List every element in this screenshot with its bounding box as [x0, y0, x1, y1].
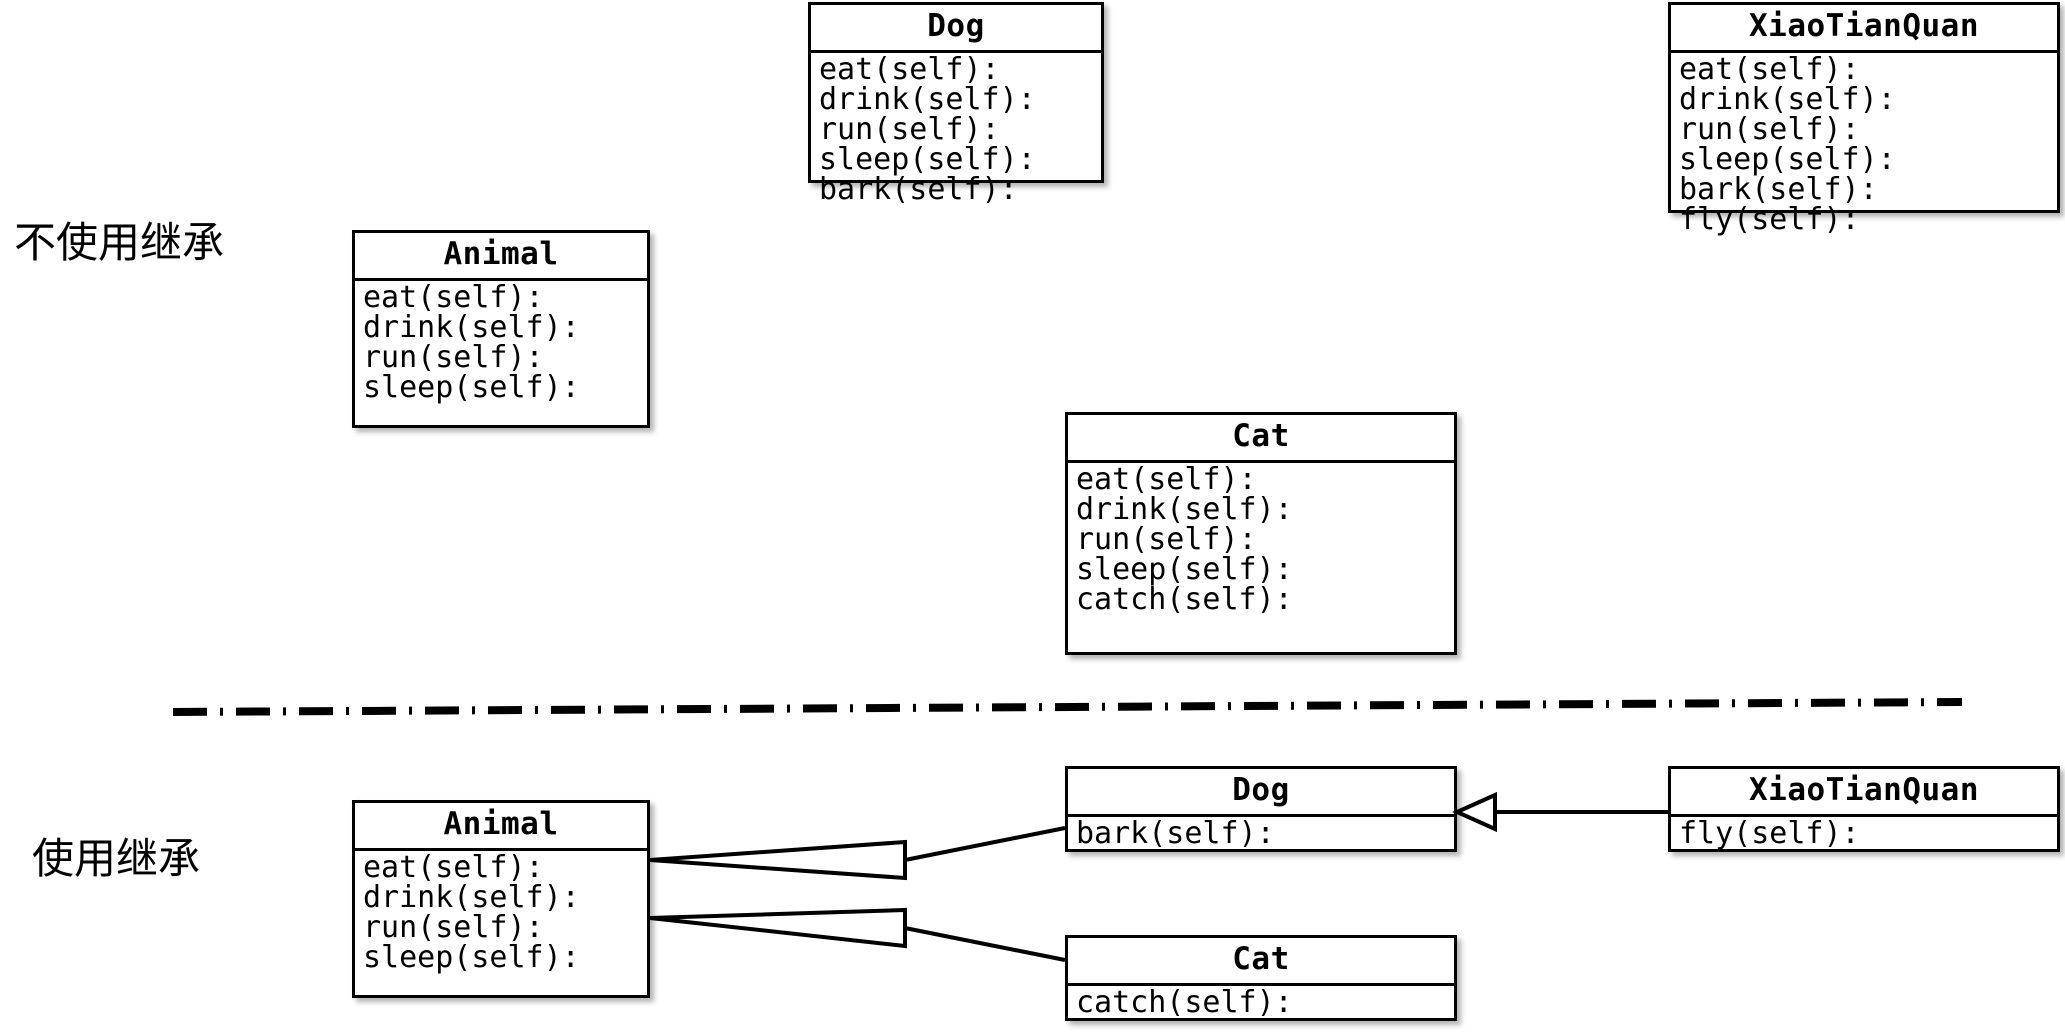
class-member: eat(self): — [1679, 52, 1860, 87]
class-member: bark(self): — [819, 172, 1018, 207]
class-member: eat(self): — [363, 850, 544, 885]
class-member: run(self): — [1076, 522, 1257, 557]
class-title-xiaotianquan-bottom: XiaoTianQuan — [1671, 769, 2057, 817]
class-title-xiaotianquan-top: XiaoTianQuan — [1671, 5, 2057, 53]
class-member: sleep(self): — [819, 142, 1036, 177]
class-box-dog-top[interactable]: Dog eat(self): drink(self): run(self): s… — [808, 2, 1104, 205]
class-member: bark(self): — [1076, 816, 1275, 851]
class-member: run(self): — [363, 910, 544, 945]
class-box-animal-bottom[interactable]: Animal eat(self): drink(self): run(self)… — [352, 800, 650, 998]
class-member: run(self): — [1679, 112, 1860, 147]
class-member: sleep(self): — [363, 940, 580, 975]
class-members-dog-bottom: bark(self): — [1068, 817, 1454, 853]
class-member: bark(self): — [1679, 172, 1878, 207]
section-divider-line — [172, 698, 1963, 716]
class-title-dog-top: Dog — [811, 5, 1101, 53]
class-title-cat-bottom: Cat — [1068, 938, 1454, 986]
class-member: eat(self): — [819, 52, 1000, 87]
class-title-animal-bottom: Animal — [355, 803, 647, 851]
class-member: catch(self): — [1076, 582, 1293, 617]
class-members-animal-bottom: eat(self): drink(self): run(self): sleep… — [355, 851, 647, 995]
class-box-dog-bottom[interactable]: Dog bark(self): — [1065, 766, 1457, 852]
class-members-xiaotianquan-top: eat(self): drink(self): run(self): sleep… — [1671, 53, 2057, 239]
class-member: drink(self): — [1076, 492, 1293, 527]
class-title-cat-top: Cat — [1068, 415, 1454, 463]
class-member: eat(self): — [1076, 462, 1257, 497]
class-member: drink(self): — [819, 82, 1036, 117]
section-label-no-inheritance: 不使用继承 — [14, 218, 225, 267]
class-member: catch(self): — [1076, 985, 1293, 1020]
class-box-cat-top[interactable]: Cat eat(self): drink(self): run(self): s… — [1065, 412, 1457, 655]
class-member: run(self): — [363, 340, 544, 375]
class-box-cat-bottom[interactable]: Cat catch(self): — [1065, 935, 1457, 1021]
class-member: sleep(self): — [363, 370, 580, 405]
class-members-xiaotianquan-bottom: fly(self): — [1671, 817, 2057, 853]
section-label-with-inheritance: 使用继承 — [32, 834, 201, 883]
class-member: sleep(self): — [1076, 552, 1293, 587]
class-members-cat-top: eat(self): drink(self): run(self): sleep… — [1068, 463, 1454, 652]
class-member: drink(self): — [363, 880, 580, 915]
class-members-cat-bottom: catch(self): — [1068, 986, 1454, 1022]
class-member: eat(self): — [363, 280, 544, 315]
class-member: drink(self): — [363, 310, 580, 345]
class-members-dog-top: eat(self): drink(self): run(self): sleep… — [811, 53, 1101, 209]
class-member: drink(self): — [1679, 82, 1896, 117]
class-box-animal-top[interactable]: Animal eat(self): drink(self): run(self)… — [352, 230, 650, 428]
class-box-xiaotianquan-top[interactable]: XiaoTianQuan eat(self): drink(self): run… — [1668, 2, 2060, 235]
class-title-animal-top: Animal — [355, 233, 647, 281]
class-member: sleep(self): — [1679, 142, 1896, 177]
class-title-dog-bottom: Dog — [1068, 769, 1454, 817]
class-members-animal-top: eat(self): drink(self): run(self): sleep… — [355, 281, 647, 425]
class-box-xiaotianquan-bottom[interactable]: XiaoTianQuan fly(self): — [1668, 766, 2060, 852]
class-member: fly(self): — [1679, 816, 1860, 851]
class-member: fly(self): — [1679, 202, 1860, 237]
class-member: run(self): — [819, 112, 1000, 147]
